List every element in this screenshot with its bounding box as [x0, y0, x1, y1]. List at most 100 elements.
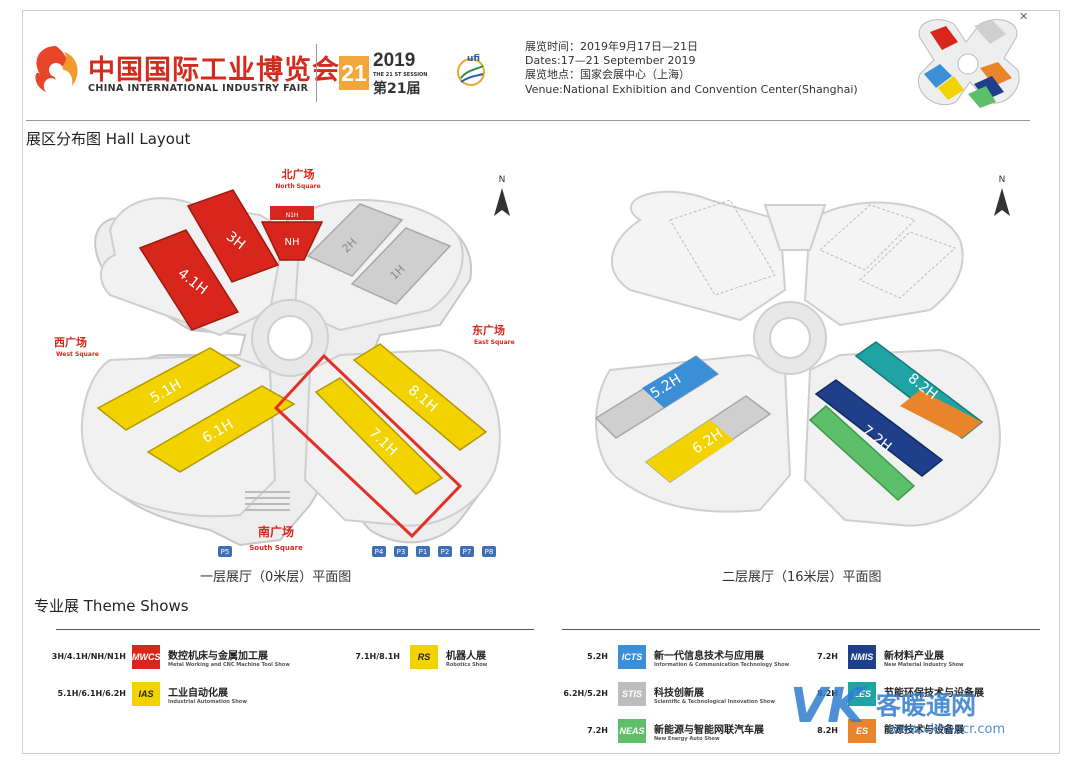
theme-name-cn: 科技创新展: [654, 688, 704, 699]
hall-2h: [306, 203, 404, 277]
label-n1h: N1H: [286, 212, 299, 219]
header-divider: [316, 44, 317, 102]
theme-halls: 7.2H: [587, 726, 608, 735]
theme-badge-neas: NEAS: [618, 719, 646, 743]
theme-badge-mwcs: MWCS: [132, 645, 161, 669]
theme-name-en: Scientific & Technological Innovation Sh…: [654, 699, 775, 705]
hall-8-1h: [352, 343, 488, 451]
theme-halls: 3H/4.1H/NH/N1H: [51, 652, 126, 661]
hall-7-1h: [314, 377, 444, 495]
hall-8-2h-orange: [900, 390, 982, 438]
parking-p7: P7: [463, 548, 472, 556]
close-icon: ✕: [1019, 10, 1029, 23]
session-chinese: 第21届: [373, 81, 421, 97]
theme-divider-left: [56, 629, 534, 630]
watermark-vk: VK: [790, 678, 865, 734]
session-english: THE 21 ST SESSION: [373, 72, 428, 78]
watermark-name: 暖通网: [901, 691, 977, 720]
north-arrow-label: N: [999, 175, 1006, 185]
header-separator: [26, 120, 1030, 121]
ufi-label: ufi: [467, 54, 481, 64]
watermark: VK 客暖通网 www.vkhvacr.com: [790, 678, 1050, 752]
hall-1h: [350, 227, 452, 305]
north-arrow-label: N: [499, 175, 506, 185]
north-arrow-icon: [494, 188, 510, 216]
theme-badge-nmis: NMIS: [848, 645, 876, 669]
theme-halls: 5.2H: [587, 652, 608, 661]
theme-name-cn: 节能环保技术与设备展: [884, 688, 984, 699]
logo-english-name: CHINA INTERNATIONAL INDUSTRY FAIR: [88, 83, 309, 94]
watermark-cn: 客暖通网: [876, 686, 976, 722]
theme-badge-icts: ICTS: [618, 645, 646, 669]
second-floor-caption: 二层展厅（16米层）平面图: [722, 570, 882, 585]
ufi-logo-icon: [457, 58, 485, 86]
parking-p8: P8: [485, 548, 494, 556]
theme-name-en: New Material Industry Show: [884, 662, 964, 668]
east-square-en: East Square: [474, 339, 515, 346]
parking-p3: P3: [397, 548, 406, 556]
hall-7-2h: [814, 379, 944, 477]
south-square-en: South Square: [249, 544, 303, 552]
theme-halls: 6.2H/5.2H: [563, 689, 608, 698]
theme-badge-rs: RS: [410, 645, 438, 669]
parking-badges: P5 P4 P3 P1 P2 P7 P8: [218, 546, 496, 557]
theme-divider-right: [562, 629, 1040, 630]
session-number-badge: 21: [339, 56, 369, 90]
fair-logo: 中国国际工业博览会 CHINA INTERNATIONAL INDUSTRY F…: [26, 40, 339, 110]
theme-halls: 5.1H/6.1H/6.2H: [57, 689, 126, 698]
theme-name-en: New Energy Auto Show: [654, 736, 720, 742]
session-year: 2019: [373, 50, 416, 71]
parking-p5: P5: [221, 548, 230, 556]
second-floor-plan: N 5.2H 6.2H 7.2H 8.2H: [594, 175, 1010, 527]
east-square-label: 东广场: [472, 323, 505, 337]
north-square-label: 北广场: [282, 167, 315, 181]
west-square-en: West Square: [56, 351, 99, 358]
theme-name-en: Industrial Automation Show: [168, 699, 247, 705]
north-square-en: North Square: [275, 183, 320, 190]
ground-floor-caption: 一层展厅（0米层）平面图: [200, 570, 352, 585]
theme-name-cn: 能源技术与设备展: [884, 725, 964, 736]
hall-layout-title: 展区分布图 Hall Layout: [26, 130, 191, 148]
mini-venue-thumbnail: [917, 19, 1020, 108]
info-venue-cn: 展览地点：国家会展中心（上海）: [525, 68, 690, 82]
hall-nh: [260, 221, 324, 261]
highlight-frame: [273, 353, 463, 539]
hall-3h: [186, 189, 280, 283]
hall-5-2h-blue: [642, 356, 718, 408]
theme-name-cn: 工业自动化展: [168, 688, 228, 699]
theme-halls: 7.2H: [817, 652, 838, 661]
theme-halls: 7.1H/8.1H: [355, 652, 400, 661]
parking-p1: P1: [419, 548, 428, 556]
watermark-url: www.vkhvacr.com: [888, 722, 1006, 737]
info-dates-cn: 展览时间：2019年9月17日—21日: [525, 40, 698, 53]
west-square-label: 西广场: [54, 335, 87, 349]
theme-halls: 8.2H: [817, 726, 838, 735]
theme-badge-ias: IAS: [132, 682, 160, 706]
theme-badge-stis: STIS: [618, 682, 646, 706]
theme-name-cn: 新材料产业展: [884, 651, 944, 662]
info-dates-en: Dates:17—21 September 2019: [525, 54, 696, 68]
south-stairs: [245, 491, 290, 511]
north-arrow-icon: [994, 188, 1010, 216]
theme-name-en: Robotics Show: [446, 662, 488, 668]
hall-6-1h: [146, 385, 296, 473]
hall-5-1h: [96, 347, 242, 431]
hall-6-2h-yellow: [646, 420, 734, 482]
theme-name-cn: 机器人展: [446, 651, 486, 662]
hall-n1h: [270, 206, 314, 220]
theme-badge-es: ES: [848, 719, 876, 743]
theme-shows-title: 专业展 Theme Shows: [34, 597, 189, 615]
south-square-label: 南广场: [258, 524, 294, 539]
theme-name-cn: 新一代信息技术与应用展: [654, 651, 764, 662]
fair-info: 展览时间：2019年9月17日—21日 Dates:17—21 Septembe…: [525, 40, 858, 97]
ground-floor-plan: N 3H 4.1H NH N1H 2H 1H 5.1H 6.1H 7.1H 8.…: [54, 167, 515, 557]
theme-badge-ees: EES: [848, 682, 876, 706]
hall-4-1h: [138, 229, 240, 331]
theme-name-cn: 数控机床与金属加工展: [168, 651, 268, 662]
parking-p4: P4: [375, 548, 384, 556]
label-nh: NH: [285, 237, 300, 248]
parking-p2: P2: [441, 548, 450, 556]
logo-chinese-name: 中国国际工业博览会: [88, 55, 340, 86]
fair-logo-mark-icon: [35, 46, 78, 92]
theme-name-en: Metal Working and CNC Machine Tool Show: [168, 662, 290, 668]
